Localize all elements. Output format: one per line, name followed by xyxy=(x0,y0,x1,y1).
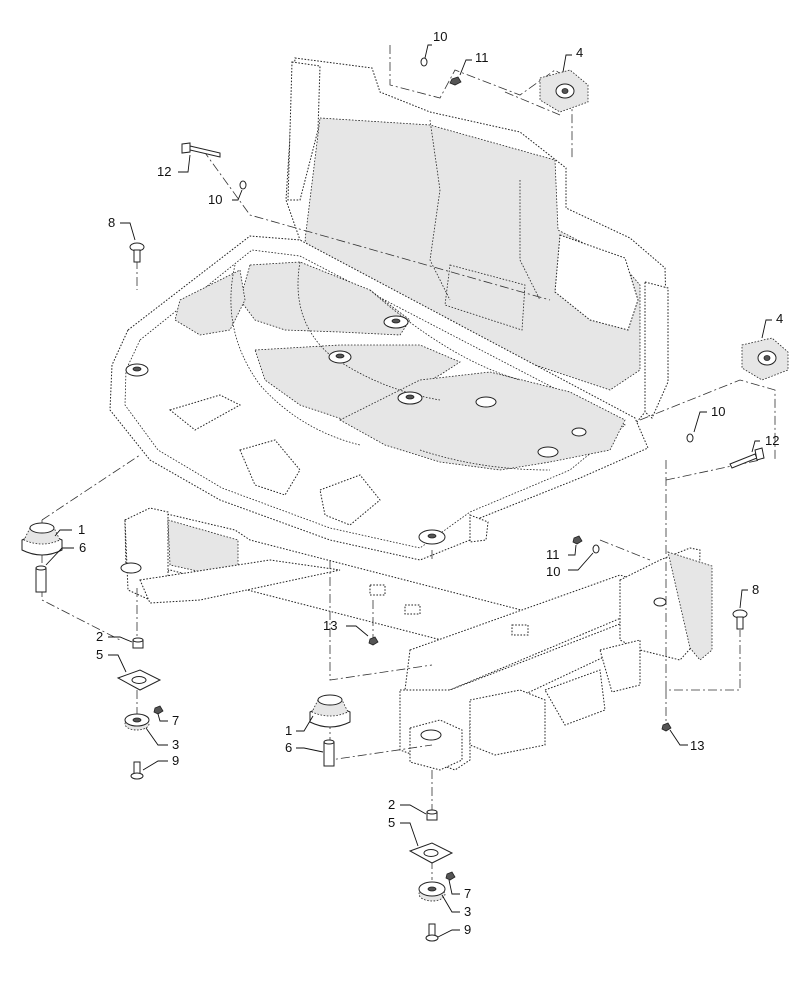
frame-bore-right xyxy=(420,729,442,741)
rear-wall-window-opening xyxy=(554,234,639,331)
rubber-mount-1-center xyxy=(309,694,351,728)
callout-1-left: 1 xyxy=(78,522,85,537)
floor-lip xyxy=(469,514,489,543)
callout-10-left: 10 xyxy=(208,192,222,207)
callout-7-left: 7 xyxy=(172,713,179,728)
bolt-8-left xyxy=(129,242,145,263)
callout-8-left: 8 xyxy=(108,215,115,230)
floor-pan-rim xyxy=(124,249,626,549)
frame-bore-rear xyxy=(653,597,667,607)
collar-2-right xyxy=(426,809,438,821)
snubber-3-right xyxy=(418,881,446,902)
callout-11-bottom: 11 xyxy=(546,547,560,562)
frame-left-arm xyxy=(139,559,341,604)
rubber-mount-1-left xyxy=(21,522,63,556)
pedal-opening-center xyxy=(239,439,301,496)
callout-5-right: 5 xyxy=(388,815,395,830)
nut-11-top xyxy=(449,76,462,86)
nut-7-right xyxy=(445,871,456,881)
rear-wall-recess xyxy=(429,119,541,301)
plate-5-left xyxy=(116,669,162,691)
cab-mount-rubber-upper xyxy=(539,69,589,113)
control-bracket xyxy=(319,474,381,526)
washer-10-bottom xyxy=(592,544,600,554)
floor-bosses xyxy=(125,315,587,545)
callout-11-top: 11 xyxy=(475,50,489,65)
spacer-6-center xyxy=(323,739,335,767)
washer-10-top xyxy=(420,57,428,67)
spacer-6-left xyxy=(35,565,47,593)
bolt-12-left xyxy=(181,142,221,158)
hardware xyxy=(21,57,789,942)
callout-3-left: 3 xyxy=(172,737,179,752)
right-pillar xyxy=(644,281,669,419)
callout-12-left: 12 xyxy=(157,164,171,179)
callout-2-left: 2 xyxy=(96,629,103,644)
callout-10-top: 10 xyxy=(433,29,447,44)
nut-13-right xyxy=(661,722,672,732)
callout-10-right: 10 xyxy=(711,404,725,419)
callout-13-right: 13 xyxy=(690,738,704,753)
callout-1-center: 1 xyxy=(285,723,292,738)
bolt-9-left xyxy=(130,761,144,780)
callout-12-right: 12 xyxy=(765,433,779,448)
plate-5-right xyxy=(408,842,454,864)
callout-13-center: 13 xyxy=(323,618,337,633)
callout-9-left: 9 xyxy=(172,753,179,768)
callout-4-upper: 4 xyxy=(576,45,583,60)
callout-5-left: 5 xyxy=(96,647,103,662)
cab-floor-assembly xyxy=(109,57,669,561)
bolt-9-right xyxy=(425,923,439,942)
main-frame xyxy=(120,507,713,771)
floor-mat-left xyxy=(239,261,411,336)
callout-6-left: 6 xyxy=(79,540,86,555)
bolt-8-right xyxy=(732,609,748,630)
frame-boxes xyxy=(469,639,641,756)
callout-7-right: 7 xyxy=(464,886,471,901)
nut-11-bottom xyxy=(572,535,583,545)
frame-tabs xyxy=(369,584,529,636)
rear-wall-plate xyxy=(444,264,526,331)
frame-mount-pad-left xyxy=(409,719,463,771)
callout-3-right: 3 xyxy=(464,904,471,919)
callout-2-right: 2 xyxy=(388,797,395,812)
callout-10-bottom: 10 xyxy=(546,564,560,579)
frame-bore-left xyxy=(120,562,142,574)
cab-mount-rubber-right xyxy=(741,337,789,381)
callout-4-right: 4 xyxy=(776,311,783,326)
callout-9-right: 9 xyxy=(464,922,471,937)
floor-mat-top xyxy=(174,269,246,336)
washer-10-right xyxy=(686,433,694,443)
nut-13-center xyxy=(368,636,379,646)
washer-10-left xyxy=(239,180,247,190)
bolt-12-right xyxy=(729,447,765,469)
pedal-opening-left xyxy=(168,394,242,431)
collar-2-left xyxy=(132,637,144,649)
callout-labels: 4 4 10 11 12 10 8 10 12 1 6 11 10 8 2 13… xyxy=(78,29,783,937)
frame-right-plate xyxy=(667,551,713,661)
nut-7-left xyxy=(153,705,164,715)
leader-lines xyxy=(45,44,772,938)
callout-6-center: 6 xyxy=(285,740,292,755)
left-pillar xyxy=(287,61,321,201)
callout-8-right: 8 xyxy=(752,582,759,597)
snubber-3-left xyxy=(124,713,150,731)
